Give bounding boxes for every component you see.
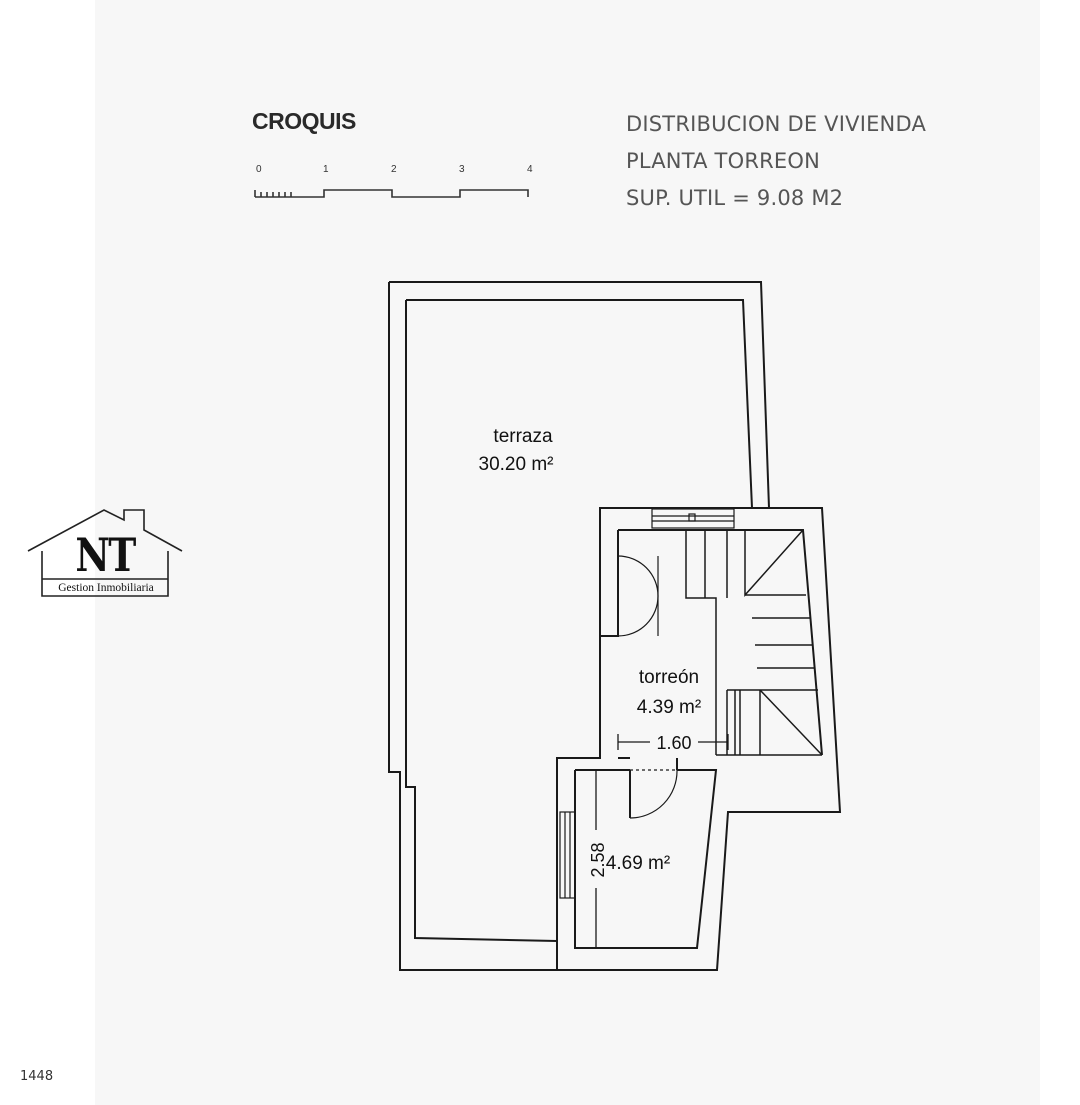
scale-label-0: 0 <box>256 164 262 175</box>
terraza-label: terraza <box>493 426 553 447</box>
scale-label-1: 1 <box>323 164 329 175</box>
dimension-width <box>617 734 729 750</box>
small-room-area: 4.69 m² <box>606 853 670 874</box>
window-left <box>559 811 576 899</box>
height-dimension-label: 2.58 <box>588 842 608 877</box>
plan-sheet <box>95 0 1040 1105</box>
scale-label-2: 2 <box>391 164 397 175</box>
window-top <box>651 508 735 529</box>
door-small-room <box>629 769 678 819</box>
torreon-label: torreón <box>639 667 699 688</box>
croquis-label: CROQUIS <box>252 108 356 134</box>
door-terraza <box>617 555 659 637</box>
logo-subtitle: Gestion Inmobiliaria <box>58 582 154 594</box>
scale-bar <box>254 189 529 198</box>
torreon-area: 4.39 m² <box>637 697 701 718</box>
page-number: 1448 <box>20 1069 54 1084</box>
logo-house-icon <box>27 509 183 597</box>
terraza-area: 30.20 m² <box>479 454 554 475</box>
logo-letters: NT <box>75 528 136 582</box>
title-line-surface: SUP. UTIL = 9.08 M2 <box>626 186 844 210</box>
scale-label-3: 3 <box>459 164 465 175</box>
logo: NT Gestion Inmobiliaria <box>25 506 185 598</box>
width-dimension-label: 1.60 <box>656 733 691 753</box>
dimension-height <box>588 769 604 949</box>
title-block: DISTRIBUCION DE VIVIENDA PLANTA TORREON … <box>626 106 926 217</box>
staircase <box>685 529 823 756</box>
title-line-floor: PLANTA TORREON <box>626 149 821 173</box>
scale-label-4: 4 <box>527 164 533 175</box>
title-line-distribution: DISTRIBUCION DE VIVIENDA <box>626 112 927 136</box>
